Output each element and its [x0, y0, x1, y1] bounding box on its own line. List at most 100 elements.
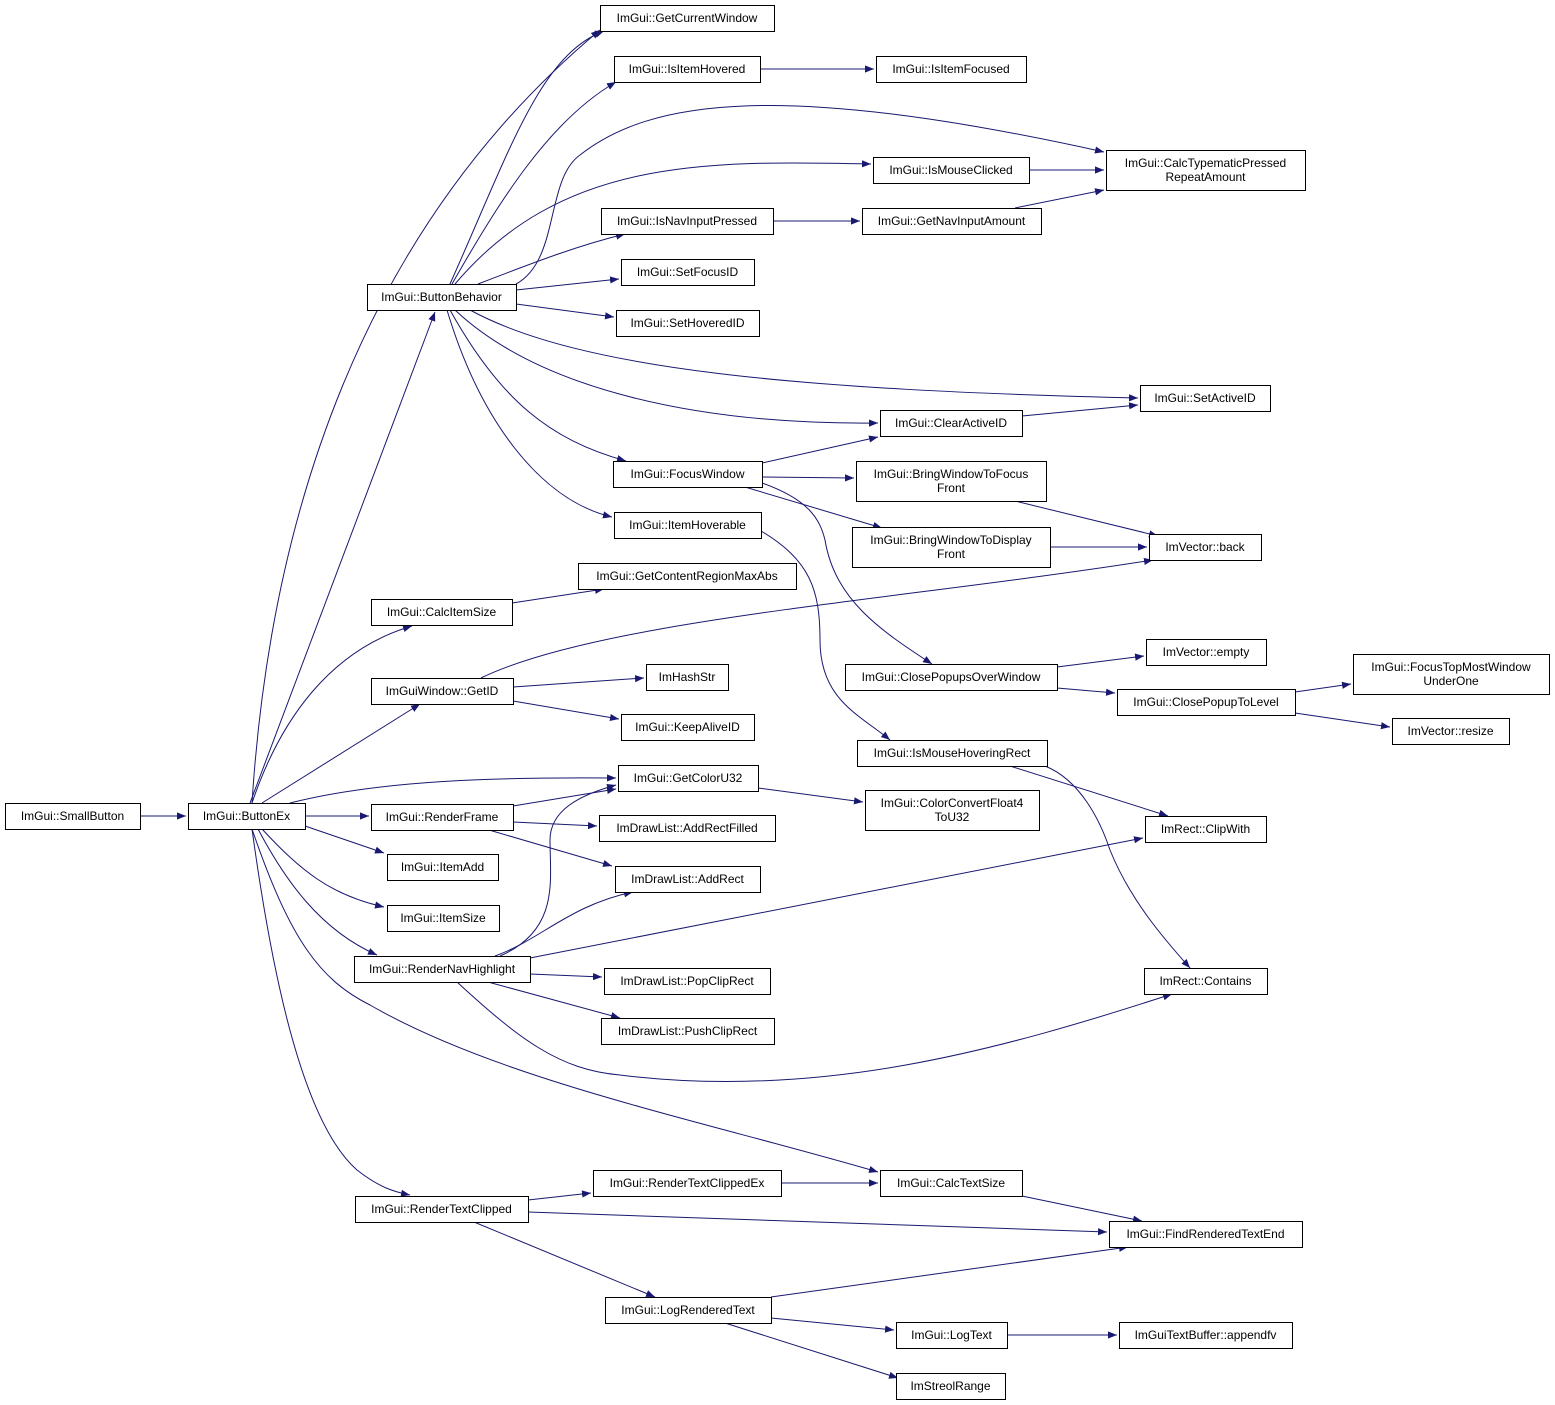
- node-calcitemsize[interactable]: ImGui::CalcItemSize: [371, 599, 513, 626]
- node-rendertextclippedex[interactable]: ImGui::RenderTextClippedEx: [593, 1170, 782, 1197]
- node-label: ImGui::RenderFrame: [386, 810, 499, 824]
- node-focuswindow[interactable]: ImGui::FocusWindow: [613, 461, 763, 488]
- node-popcliprect[interactable]: ImDrawList::PopClipRect: [604, 968, 771, 995]
- node-box: [856, 461, 1047, 502]
- node-clearactiveid[interactable]: ImGui::ClearActiveID: [880, 410, 1023, 437]
- node-closepopuptolevel[interactable]: ImGui::ClosePopupToLevel: [1117, 689, 1296, 716]
- node-label: ImGui::SetActiveID: [1154, 391, 1256, 405]
- node-label: ImGui::ColorConvertFloat4: [881, 796, 1024, 810]
- node-pushcliprect[interactable]: ImDrawList::PushClipRect: [601, 1018, 775, 1045]
- node-ismouseclicked[interactable]: ImGui::IsMouseClicked: [873, 157, 1030, 184]
- node-ismousehoveringrect[interactable]: ImGui::IsMouseHoveringRect: [857, 740, 1048, 767]
- node-box: [1149, 534, 1262, 561]
- node-imrectclipwith[interactable]: ImRect::ClipWith: [1145, 816, 1267, 843]
- node-imrectcontains[interactable]: ImRect::Contains: [1144, 968, 1268, 995]
- node-imvectorback[interactable]: ImVector::back: [1149, 534, 1262, 561]
- edge-closepopuptolevel-to-focustopmost: [1294, 681, 1352, 693]
- node-getid[interactable]: ImGuiWindow::GetID: [371, 678, 514, 705]
- node-renderframe[interactable]: ImGui::RenderFrame: [371, 804, 514, 831]
- node-appendfv[interactable]: ImGuiTextBuffer::appendfv: [1119, 1322, 1293, 1349]
- node-box: [618, 765, 759, 792]
- node-setfocusid[interactable]: ImGui::SetFocusID: [621, 259, 755, 286]
- node-label: ImRect::ClipWith: [1161, 822, 1250, 836]
- node-label: ImGui::SetHoveredID: [630, 316, 744, 330]
- edge-buttonbehavior-to-ismouseclicked: [454, 160, 872, 285]
- node-box: [614, 56, 761, 83]
- node-label: ImDrawList::AddRect: [631, 872, 744, 886]
- edge-buttonbehavior-to-focuswindow: [449, 309, 627, 463]
- node-logrenderedtext[interactable]: ImGui::LogRenderedText: [605, 1297, 772, 1324]
- node-label: ImGui::ClearActiveID: [895, 416, 1007, 430]
- node-addrect[interactable]: ImDrawList::AddRect: [615, 866, 761, 893]
- node-box: [896, 1322, 1008, 1349]
- node-imstreolrange[interactable]: ImStreolRange: [896, 1373, 1006, 1400]
- node-label: UnderOne: [1423, 674, 1479, 688]
- node-getnavinputamount[interactable]: ImGui::GetNavInputAmount: [862, 208, 1042, 235]
- node-label: ImGui::SetFocusID: [637, 265, 739, 279]
- node-keepaliveid[interactable]: ImGui::KeepAliveID: [621, 714, 755, 741]
- edge-rendernavhighlight-to-getcoloru32: [499, 783, 617, 957]
- node-rendertextclipped[interactable]: ImGui::RenderTextClipped: [355, 1196, 529, 1223]
- node-imvectorresize[interactable]: ImVector::resize: [1392, 718, 1510, 745]
- node-box: [1119, 1322, 1293, 1349]
- node-addrectfilled[interactable]: ImDrawList::AddRectFilled: [599, 815, 776, 842]
- node-sethoveredid[interactable]: ImGui::SetHoveredID: [616, 310, 760, 337]
- node-label: ImGui::IsMouseClicked: [889, 163, 1012, 177]
- node-imhashstr[interactable]: ImHashStr: [646, 664, 729, 691]
- node-findrenderedtextend[interactable]: ImGui::FindRenderedTextEnd: [1109, 1221, 1303, 1248]
- node-getcontentregion[interactable]: ImGui::GetContentRegionMaxAbs: [578, 563, 797, 590]
- node-box: [5, 803, 141, 830]
- node-box: [873, 157, 1030, 184]
- node-label: ImVector::resize: [1407, 724, 1493, 738]
- node-label: ImGui::IsItemHovered: [629, 62, 746, 76]
- edge-itemhoverable-to-ismousehoveringrect: [760, 530, 891, 741]
- node-box: [621, 714, 755, 741]
- node-box: [578, 563, 797, 590]
- node-label: ImGui::IsNavInputPressed: [617, 214, 757, 228]
- node-logtext[interactable]: ImGui::LogText: [896, 1322, 1008, 1349]
- node-isnavinputpressed[interactable]: ImGui::IsNavInputPressed: [601, 208, 774, 235]
- node-itemhoverable[interactable]: ImGui::ItemHoverable: [614, 512, 762, 539]
- node-buttonex[interactable]: ImGui::ButtonEx: [188, 803, 306, 830]
- node-closepopupsover[interactable]: ImGui::ClosePopupsOverWindow: [845, 664, 1058, 691]
- node-box: [355, 1196, 529, 1223]
- edge-getid-to-keepaliveid: [512, 700, 620, 722]
- node-box: [605, 1297, 772, 1324]
- edge-ismousehoveringrect-to-imrectclipwith: [1009, 765, 1169, 817]
- node-label: ImRect::Contains: [1159, 974, 1251, 988]
- edge-buttonbehavior-to-isitemhovered: [451, 81, 617, 285]
- node-label: ImGuiWindow::GetID: [386, 684, 499, 698]
- node-getcurrentwindow[interactable]: ImGui::GetCurrentWindow: [600, 5, 775, 32]
- edge-buttonex-to-getid: [261, 703, 421, 804]
- node-getcoloru32[interactable]: ImGui::GetColorU32: [618, 765, 759, 792]
- node-isitemfocused[interactable]: ImGui::IsItemFocused: [876, 56, 1027, 83]
- node-box: [880, 410, 1023, 437]
- edge-buttonbehavior-to-getcurrentwindow: [449, 30, 605, 285]
- node-label: ImGui::ItemAdd: [401, 860, 484, 874]
- node-label: ImGui::ClosePopupsOverWindow: [862, 670, 1041, 684]
- node-isitemhovered[interactable]: ImGui::IsItemHovered: [614, 56, 761, 83]
- edge-buttonex-to-rendernavhighlight: [257, 828, 378, 956]
- node-box: [1145, 816, 1267, 843]
- node-rendernavhighlight[interactable]: ImGui::RenderNavHighlight: [354, 956, 531, 983]
- node-smallbutton[interactable]: ImGui::SmallButton: [5, 803, 141, 830]
- node-imvectorempty[interactable]: ImVector::empty: [1146, 639, 1267, 666]
- node-itemadd[interactable]: ImGui::ItemAdd: [387, 854, 499, 881]
- node-label: ImGui::ButtonEx: [203, 809, 290, 823]
- node-box: [188, 803, 306, 830]
- node-label: ImStreolRange: [910, 1379, 990, 1393]
- edge-buttonbehavior-to-calctypematic: [515, 104, 1105, 285]
- node-box: [876, 56, 1027, 83]
- node-buttonbehavior[interactable]: ImGui::ButtonBehavior: [367, 284, 517, 311]
- node-setactiveid[interactable]: ImGui::SetActiveID: [1140, 385, 1271, 412]
- node-label: ImGui::CalcTypematicPressed: [1125, 156, 1286, 170]
- node-itemsize[interactable]: ImGui::ItemSize: [387, 905, 500, 932]
- node-box: [615, 866, 761, 893]
- node-box: [613, 461, 763, 488]
- node-calctextsize[interactable]: ImGui::CalcTextSize: [880, 1170, 1023, 1197]
